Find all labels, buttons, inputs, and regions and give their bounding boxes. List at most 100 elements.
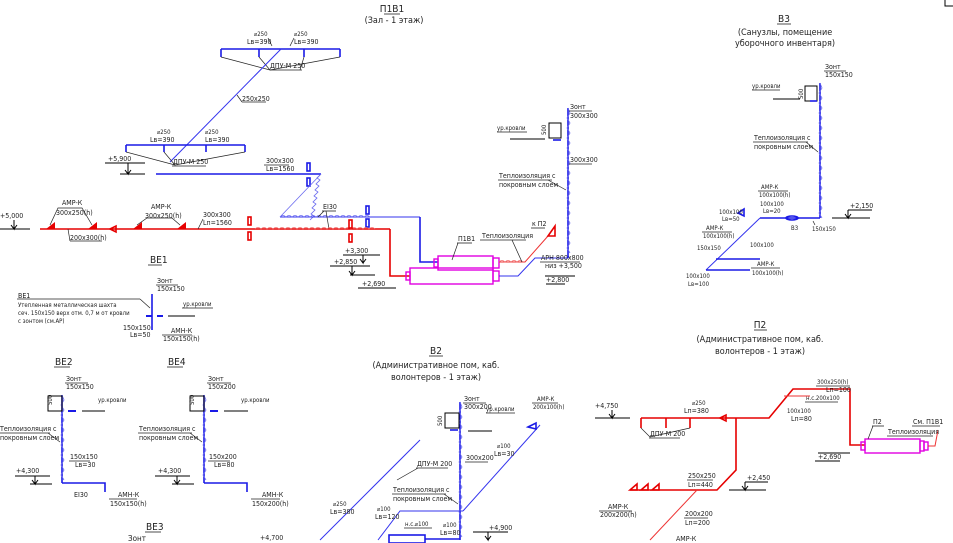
damper-symbol [306,177,311,187]
ve1-note-line: Утепленная металлическая шахта [18,302,117,309]
ve1-note-line: с зонтом (см.АР) [18,318,65,325]
grille-label: АРН 800х800 [541,254,584,262]
air-handling-unit-p1v1[interactable] [405,255,500,285]
level-arrow [741,482,749,492]
reference-label: См. П1В1 [913,418,943,426]
unit-flange [405,271,411,281]
insulation-label: Теплоизоляция с [0,425,57,433]
insulation-label: покровным слоем [754,143,813,151]
level-label: +5,900 [108,155,131,163]
dpu-label: ДПУ-М 250 [173,158,208,166]
system-ve3: ВЕ3 Зонт +4,700 [128,522,283,543]
grille-size-label: 300х250(h) [56,209,93,217]
duct-size-label: 300х250(h) [817,379,848,386]
grille-symbol [133,222,142,229]
grille-symbol [88,222,97,229]
insulation-hatch [818,82,823,219]
umbrella-label: Зонт [66,375,82,383]
duct-size-label: 300х200 [466,454,494,462]
flow-label: Lв=390 [247,38,272,46]
damper-symbol [348,219,353,229]
unit-body [864,438,921,454]
level-label: +2,800 [546,276,569,284]
insulation-label: покровным слоем [139,434,198,442]
roof-level-label: ур.кровли [183,301,212,308]
grille-symbol [546,223,556,237]
grille-label: АМР-К [62,199,83,207]
duct-size-label: 150х150 [123,324,151,332]
flow-label: Lп=200 [685,519,710,527]
duct-red-outlet [499,235,549,263]
duct-blue-outlet [499,108,569,277]
umbrella-label: Зонт [128,534,146,543]
level-arrow [173,476,181,486]
grille-label: АМН-К [118,491,140,499]
insulation-label: покровным слоем [499,181,558,189]
grille-symbol [638,482,649,491]
roof-level-label: ур.кровли [752,83,781,90]
system-v2: В2 (Административное пом, каб. волонтеро… [319,346,564,543]
v3-subtitle-2: уборочного инвентаря) [735,38,835,49]
duct-size-label: 100х100 [787,408,811,415]
diameter-label: ⌀250 [294,31,308,38]
level-label: +4,300 [16,467,39,475]
dpu-label: ДПУ-М 200 [417,460,452,468]
duct-size-label: 100х100 [750,242,774,249]
duct-size-label: 200х200 [685,510,713,518]
unit-flange [923,441,929,451]
damper-symbol [247,216,252,226]
duct-diagonal-250 [169,48,282,163]
roof-level-label: ур.кровли [98,397,127,404]
flow-arrow [108,224,117,234]
duct-size-label: 150х150 [697,245,721,252]
ns-label: н.с.200х100 [806,395,840,402]
level-arrow [124,163,132,176]
roof-penetration [548,122,562,139]
p1v1-title-id: П1В1 [380,4,404,15]
duct-red-main [641,388,865,446]
grille-label: АМН-К [171,327,193,335]
grille-size-label: 150х150(h) [110,500,147,508]
leader [136,217,181,226]
level-label: +5,000 [0,212,23,220]
grille-size-label: 300х250(h) [145,212,182,220]
leader [325,210,330,230]
fire-rating-label: EI30 [74,491,88,499]
duct-fitting [785,215,799,221]
grille-size-label: 150х200(h) [252,500,289,508]
duct-size-label: 150х200 [209,453,237,461]
grille-label: АМР-К [706,225,724,232]
roof-penetration [189,395,205,412]
duct-size-label: 200х300(h) [70,234,107,242]
level-label: +4,300 [158,467,181,475]
damper-symbol [306,162,311,172]
umbrella-size: 150х150 [157,285,185,293]
system-p1v1: П1В1 (Зал - 1 этаж) ДПУ-М 250 ⌀250 Lв=39… [0,4,598,289]
leader [805,141,819,153]
grille-size-label: 200х200(h) [600,511,637,519]
level-label: +4,700 [260,534,283,542]
duct-size-label: 100х100 [686,273,710,280]
umbrella-label: Зонт [570,103,586,111]
leader [236,94,243,103]
umbrella-size: 300х200 [464,403,492,411]
air-handling-unit-p2[interactable] [860,438,929,454]
grille-size-label: 150х150(h) [163,335,200,343]
flow-label: Lв=30 [494,450,515,458]
diameter-label: ⌀100 [443,522,457,529]
damper-symbol [348,233,353,243]
damper-symbol [365,218,370,228]
roof-penetration [804,85,818,102]
level-label: +2,150 [850,202,873,210]
umbrella-size: 150х150 [66,383,94,391]
insulation-label: покровным слоем [393,495,452,503]
unit-flange [860,441,866,451]
diameter-label: ⌀250 [205,129,219,136]
duct-size-label: 150х150 [812,226,836,233]
umbrella-size: 300х300 [570,112,598,120]
unit-label: П2 [873,418,882,426]
leader [640,427,691,438]
flow-label: Lв=120 [375,513,400,521]
system-ve1: ВЕ1 ВЕ1 Утепленная металлическая шахта с… [17,255,213,343]
